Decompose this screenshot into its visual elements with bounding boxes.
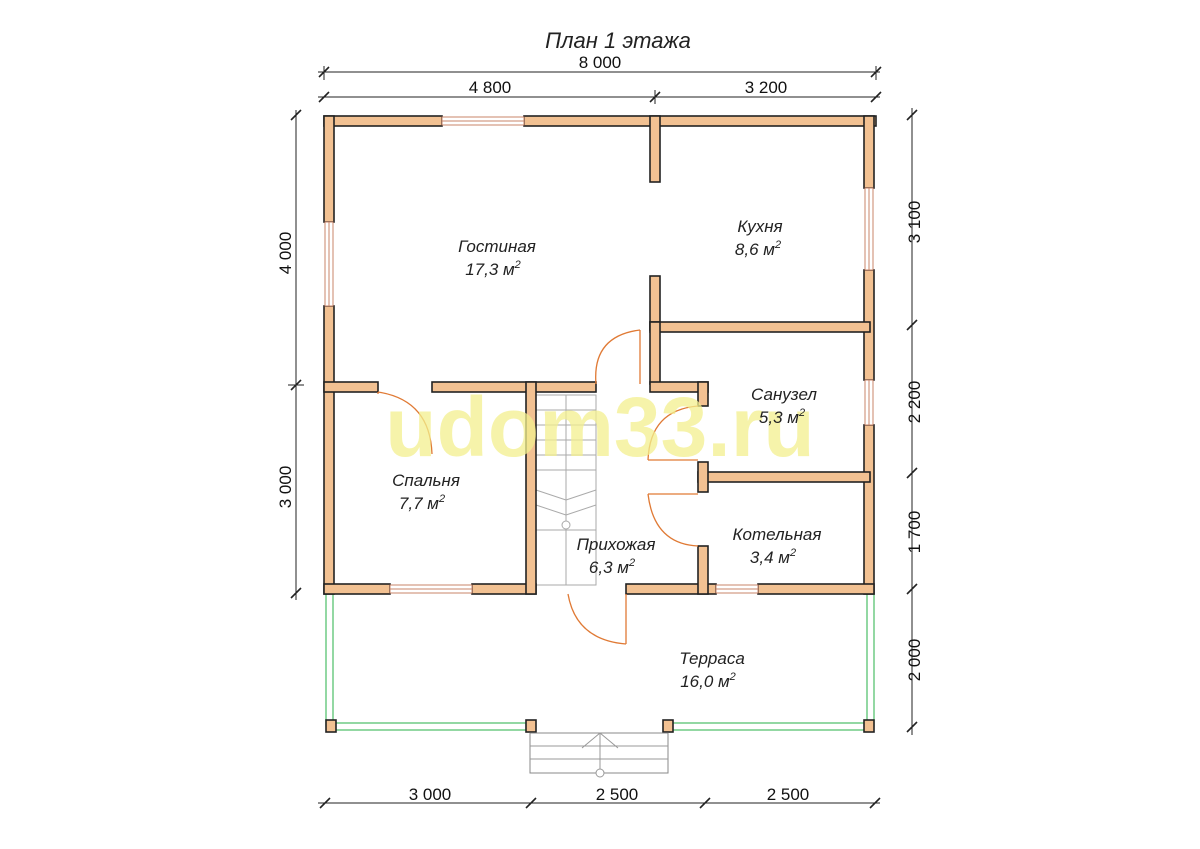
room-boiler-name: Котельная — [733, 525, 822, 544]
room-living-area-sup: 2 — [514, 259, 521, 271]
room-living-name: Гостиная — [458, 237, 536, 256]
plan-title: План 1 этажа — [545, 28, 691, 53]
room-kitchen-area-sup: 2 — [774, 239, 781, 251]
room-bedroom: Спальня 7,7 м2 — [392, 471, 460, 513]
room-hall-name: Прихожая — [577, 535, 656, 554]
terrace-railing-bottom-right — [671, 722, 868, 731]
staircase — [535, 394, 597, 586]
svg-text:3,4 м2: 3,4 м2 — [750, 547, 796, 567]
room-boiler-area: 3,4 м — [750, 548, 790, 567]
dim-right-4-label: 2 000 — [905, 639, 924, 682]
room-bedroom-area: 7,7 м — [399, 494, 439, 513]
terrace-post — [525, 719, 537, 733]
room-terrace-area: 16,0 м — [680, 672, 730, 691]
dimension-top-split: 4 800 3 200 — [318, 78, 882, 104]
terrace-railing-right — [866, 591, 875, 727]
terrace-railing-left — [325, 591, 334, 727]
dim-top-total-label: 8 000 — [579, 53, 622, 72]
terrace-railing-bottom-left — [332, 722, 527, 731]
svg-text:7,7 м2: 7,7 м2 — [399, 493, 445, 513]
door-entrance — [567, 593, 627, 645]
dim-left-upper-label: 4 000 — [276, 232, 295, 275]
walls — [323, 115, 877, 595]
room-bath: Санузел 5,3 м2 — [751, 385, 817, 427]
room-boiler-area-sup: 2 — [789, 547, 796, 559]
room-terrace-name: Терраса — [679, 649, 745, 668]
terrace-post — [325, 719, 337, 733]
dim-top-right-label: 3 200 — [745, 78, 788, 97]
room-bath-area-sup: 2 — [798, 407, 805, 419]
svg-text:5,3 м2: 5,3 м2 — [759, 407, 805, 427]
dim-bottom-1-label: 3 000 — [409, 785, 452, 804]
room-hall-area: 6,3 м — [589, 558, 629, 577]
dim-bottom-2-label: 2 500 — [596, 785, 639, 804]
terrace — [325, 591, 875, 733]
dimension-bottom: 3 000 2 500 2 500 — [318, 785, 881, 809]
door-boiler — [647, 493, 699, 547]
terrace-post — [662, 719, 674, 733]
dim-bottom-3-label: 2 500 — [767, 785, 810, 804]
dim-left-lower-label: 3 000 — [276, 466, 295, 509]
dim-right-2-label: 2 200 — [905, 381, 924, 424]
room-kitchen-area: 8,6 м — [735, 240, 775, 259]
svg-text:16,0 м2: 16,0 м2 — [680, 671, 736, 691]
room-living-area: 17,3 м — [465, 260, 515, 279]
door-living — [595, 329, 641, 385]
door-bedroom — [377, 391, 433, 455]
dimension-left: 4 000 3 000 — [276, 109, 304, 600]
dim-right-1-label: 3 100 — [905, 201, 924, 244]
svg-text:17,3 м2: 17,3 м2 — [465, 259, 521, 279]
room-living: Гостиная 17,3 м2 — [458, 237, 536, 279]
svg-text:6,3 м2: 6,3 м2 — [589, 557, 635, 577]
room-bedroom-name: Спальня — [392, 471, 460, 490]
room-hall-area-sup: 2 — [628, 557, 635, 569]
terrace-post — [863, 719, 875, 733]
room-bath-name: Санузел — [751, 385, 817, 404]
dim-right-3-label: 1 700 — [905, 511, 924, 554]
room-terrace: Терраса 16,0 м2 — [679, 649, 745, 691]
watermark: udom33.ru — [385, 380, 814, 474]
room-boiler: Котельная 3,4 м2 — [733, 525, 822, 567]
door-bath — [647, 405, 699, 461]
room-terrace-area-sup: 2 — [729, 671, 736, 683]
room-kitchen: Кухня 8,6 м2 — [735, 217, 783, 259]
dimension-top-total: 8 000 — [318, 53, 882, 80]
room-bedroom-area-sup: 2 — [438, 493, 445, 505]
doors — [377, 329, 699, 645]
dimension-right: 3 100 2 200 1 700 2 000 — [905, 108, 924, 735]
dim-top-left-label: 4 800 — [469, 78, 512, 97]
room-bath-area: 5,3 м — [759, 408, 799, 427]
svg-text:8,6 м2: 8,6 м2 — [735, 239, 781, 259]
entrance-steps — [529, 732, 669, 778]
windows — [324, 116, 874, 594]
room-kitchen-name: Кухня — [737, 217, 782, 236]
room-hall: Прихожая 6,3 м2 — [577, 535, 656, 577]
